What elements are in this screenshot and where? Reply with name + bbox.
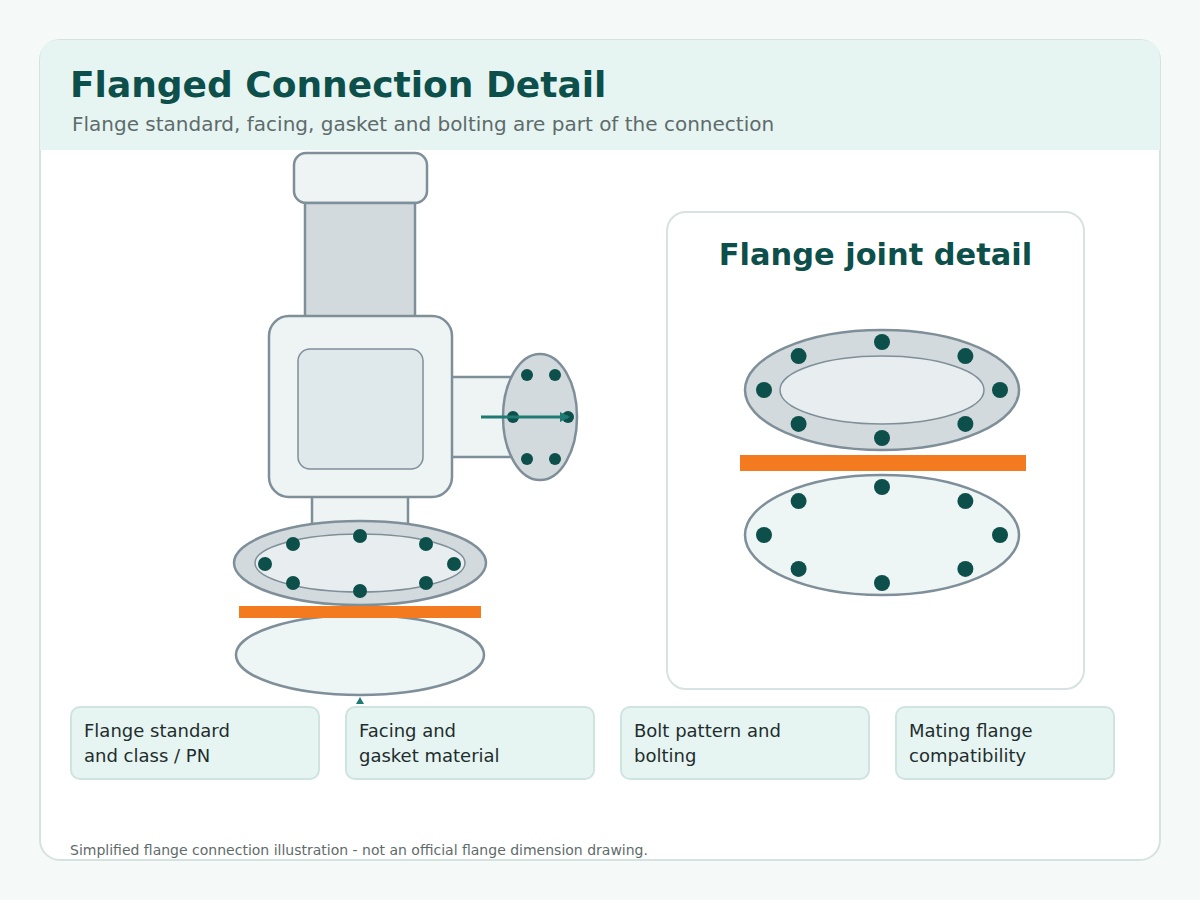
header-band bbox=[40, 40, 1160, 150]
bolt-holes bbox=[258, 369, 574, 598]
box-label: Mating flange compatibility bbox=[909, 718, 1069, 768]
footnote-caption: Simplified flange connection illustratio… bbox=[70, 842, 648, 858]
aspect-box: Bolt pattern and bolting bbox=[620, 706, 870, 780]
box-label: Facing and gasket material bbox=[359, 718, 519, 768]
box-label: Flange standard and class / PN bbox=[84, 718, 244, 768]
subtitle: Flange standard, facing, gasket and bolt… bbox=[72, 112, 774, 136]
gasket bbox=[239, 606, 481, 618]
valve bbox=[234, 153, 577, 695]
panel-heading: Flange joint detail bbox=[668, 237, 1083, 272]
flow-arrow bbox=[481, 416, 568, 419]
box-label: Bolt pattern and bolting bbox=[634, 718, 794, 768]
diagram-title: Flanged Connection Detail bbox=[70, 64, 606, 105]
gasket bbox=[740, 455, 1026, 471]
aspect-box: Facing and gasket material bbox=[345, 706, 595, 780]
pointer-tip bbox=[356, 697, 364, 704]
detail-panel: Flange joint detail bbox=[666, 211, 1085, 690]
aspect-box: Mating flange compatibility bbox=[895, 706, 1115, 780]
aspect-box: Flange standard and class / PN bbox=[70, 706, 320, 780]
page-card bbox=[40, 40, 1160, 860]
bolt-holes bbox=[756, 334, 1008, 591]
